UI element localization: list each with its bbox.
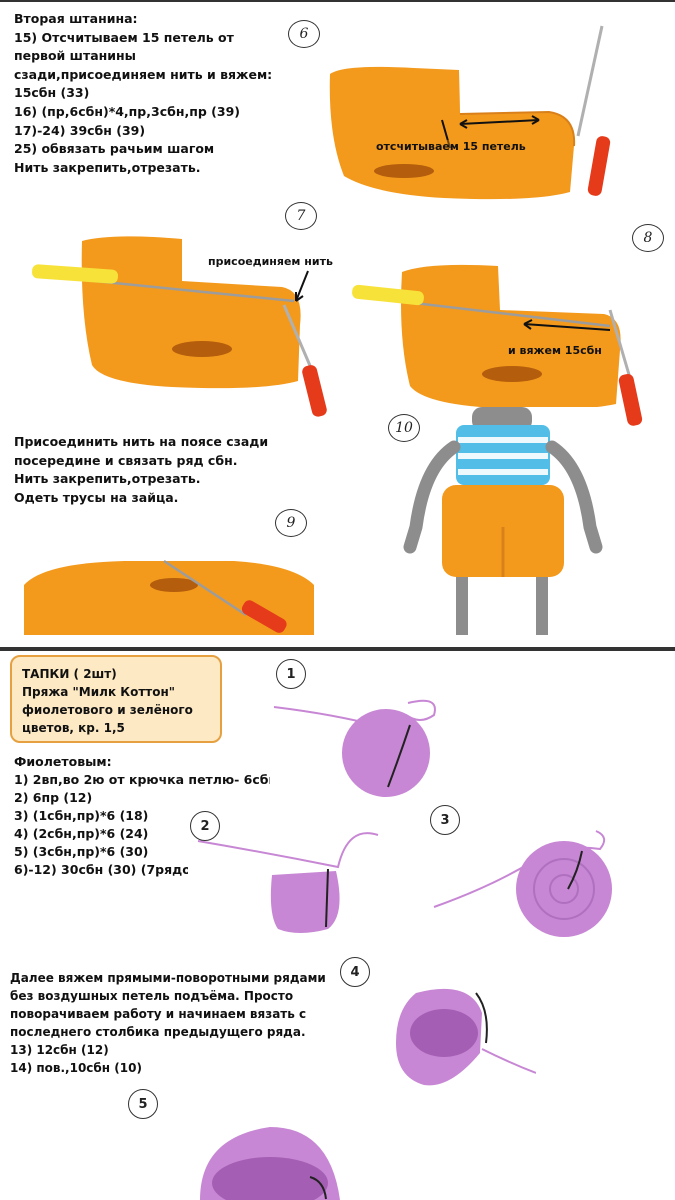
violet-spiral-image xyxy=(433,830,612,937)
step-6-badge: 6 xyxy=(288,20,320,48)
bunny-in-shorts-image xyxy=(403,407,603,635)
shorts-instructions-panel: Вторая штанина: 15) Отсчитываем 15 петел… xyxy=(0,0,675,645)
instruction-line: 16) (пр,6сбн)*4,пр,3сбн,пр (39) xyxy=(14,103,240,119)
instruction-line: Нить закрепить,отрезать. xyxy=(14,159,201,175)
instruction-line: сзади,присоединяем нить и вяжем: xyxy=(14,66,273,82)
orange-shorts-waistband-image xyxy=(24,559,314,635)
yarn-line: ТАПКИ ( 2шт) xyxy=(22,667,117,681)
slipper-step-3-badge: 3 xyxy=(430,805,460,835)
slippers-instructions-panel: ТАПКИ ( 2шт) Пряжа "Милк Коттон" фиолето… xyxy=(0,651,675,1200)
instruction-line: 15) Отсчитываем 15 петель от xyxy=(14,29,234,45)
slipper-step-1-photo xyxy=(270,655,508,807)
instruction-line: 2) 6пр (12) xyxy=(14,790,93,805)
step-10-photo xyxy=(386,407,618,635)
instruction-line: 25) обвязать рачьим шагом xyxy=(14,141,215,157)
instruction-line: Присоединить нить на поясе сзади xyxy=(14,434,269,449)
instruction-line: 5) (3сбн,пр)*6 (30) xyxy=(14,844,149,859)
step-9-photo xyxy=(14,505,326,645)
slipper-step-5-photo xyxy=(130,1087,390,1200)
violet-open-cup-image xyxy=(396,988,536,1086)
instruction-line: 15сбн (33) xyxy=(14,85,90,101)
slipper-step-4-badge: 4 xyxy=(340,957,370,987)
yarn-line: цветов, кр. 1,5 xyxy=(22,721,125,735)
step-9-badge: 9 xyxy=(275,509,307,537)
instruction-line: 6)-12) 30сбн (30) (7рядов) xyxy=(14,862,205,877)
slipper-step-2-badge: 2 xyxy=(190,811,220,841)
instruction-line: первой штанины xyxy=(14,48,136,64)
violet-slipper-image xyxy=(200,1127,340,1200)
instruction-line: Фиолетовым: xyxy=(14,754,112,769)
slipper-step-5-badge: 5 xyxy=(128,1089,158,1119)
slipper-step-2-photo xyxy=(188,805,414,953)
second-leg-instructions: Вторая штанина: 15) Отсчитываем 15 петел… xyxy=(14,10,272,177)
violet-ball-image xyxy=(273,699,436,797)
turning-rows-instructions: Далее вяжем прямыми-поворотными рядами б… xyxy=(10,969,326,1077)
slipper-step-4-photo xyxy=(340,953,536,1099)
instruction-line: Одеть трусы на зайца. xyxy=(14,489,179,505)
step-8-photo: и вяжем 15сбн xyxy=(348,214,666,440)
step-10-badge: 10 xyxy=(388,414,420,442)
instruction-line: поворачиваем работу и начинаем вязать с xyxy=(10,1007,307,1021)
instruction-line: 3) (1сбн,пр)*6 (18) xyxy=(14,808,149,823)
orange-shorts-leg-image xyxy=(329,25,611,200)
slipper-step-1-badge: 1 xyxy=(276,659,306,689)
instruction-line: 14) пов.,10сбн (10) xyxy=(10,1061,142,1075)
step-8-callout: и вяжем 15сбн xyxy=(508,344,602,357)
step-6-callout: отсчитываем 15 петель xyxy=(376,140,526,153)
instruction-line: 17)-24) 39сбн (39) xyxy=(14,122,146,138)
step-8-badge: 8 xyxy=(632,224,664,252)
orange-shorts-knit-image xyxy=(352,264,643,426)
step-7-badge: 7 xyxy=(285,202,317,230)
instruction-line: посередине и связать ряд сбн. xyxy=(14,452,238,468)
yarn-info-box: ТАПКИ ( 2шт) Пряжа "Милк Коттон" фиолето… xyxy=(10,655,222,743)
step-7-photo: присоединяем нить xyxy=(22,195,344,417)
instruction-line: 1) 2вп,во 2ю от крючка петлю- 6сбн (6) xyxy=(14,772,302,787)
instruction-line: последнего столбика предыдущего ряда. xyxy=(10,1025,306,1039)
instruction-line: без воздушных петель подъёма. Просто xyxy=(10,989,294,1003)
slipper-step-3-photo xyxy=(430,807,672,939)
instruction-line: Вторая штанина: xyxy=(14,11,138,26)
step-7-callout: присоединяем нить xyxy=(208,255,333,268)
yarn-line: Пряжа "Милк Коттон" xyxy=(22,685,176,699)
instruction-line: Далее вяжем прямыми-поворотными рядами xyxy=(10,971,326,985)
orange-shorts-join-image xyxy=(32,236,327,417)
instruction-line: 4) (2сбн,пр)*6 (24) xyxy=(14,826,149,841)
waistband-instructions: Присоединить нить на поясе сзади посеред… xyxy=(14,433,268,507)
section-divider xyxy=(0,647,675,651)
instruction-line: Нить закрепить,отрезать. xyxy=(14,471,201,487)
instruction-line: 13) 12сбн (12) xyxy=(10,1043,109,1057)
step-6-photo: отсчитываем 15 петель xyxy=(284,16,612,214)
violet-cup-image xyxy=(197,832,379,933)
yarn-line: фиолетового и зелёного xyxy=(22,703,193,717)
violet-instructions: Фиолетовым: 1) 2вп,во 2ю от крючка петлю… xyxy=(14,753,302,879)
